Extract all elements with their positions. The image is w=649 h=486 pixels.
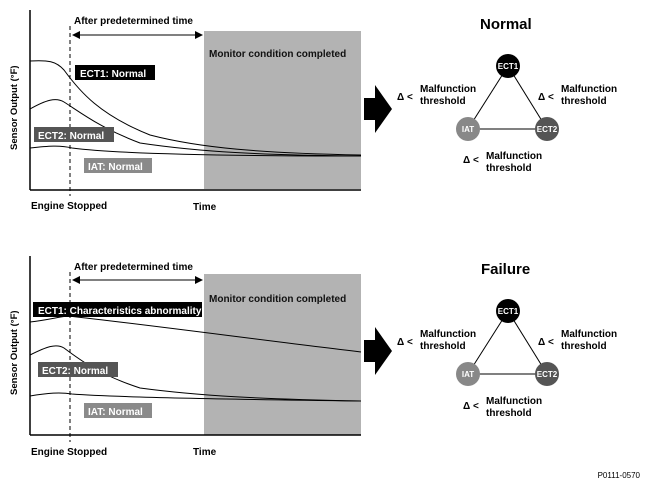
ect1-node: ECT1 (496, 299, 520, 323)
after-time-label: After predetermined time (74, 262, 193, 273)
right-arrow-icon (364, 327, 392, 375)
failure-triangle: Failure ECT1 IAT ECT2 Δ < Malfunction th… (397, 261, 617, 419)
svg-text:ECT2: Normal: ECT2: Normal (38, 131, 104, 142)
svg-text:Malfunction: Malfunction (420, 84, 476, 95)
ect1-tag: ECT1: Normal (75, 65, 155, 80)
svg-text:Δ <: Δ < (538, 337, 554, 348)
svg-text:threshold: threshold (420, 341, 466, 352)
x-end-label: Time (193, 447, 217, 458)
svg-text:IAT: Normal: IAT: Normal (88, 162, 143, 173)
x-start-label: Engine Stopped (31, 447, 107, 458)
svg-text:ECT1: Normal: ECT1: Normal (80, 69, 146, 80)
normal-graph: Monitor condition completed After predet… (9, 10, 362, 213)
failure-panel: Monitor condition completed After predet… (9, 256, 617, 458)
svg-text:ECT1: ECT1 (498, 307, 519, 316)
svg-text:threshold: threshold (486, 163, 532, 174)
iat-curve (29, 392, 362, 402)
iat-curve (29, 145, 362, 157)
y-axis-label: Sensor Output (°F) (9, 65, 20, 150)
ect1-tag: ECT1: Characteristics abnormality (33, 302, 202, 317)
threshold-bottom: Δ < Malfunction threshold (463, 151, 542, 174)
svg-text:threshold: threshold (561, 96, 607, 107)
svg-text:ECT2: Normal: ECT2: Normal (42, 366, 108, 377)
monitor-label: Monitor condition completed (209, 294, 346, 305)
svg-text:Δ <: Δ < (538, 92, 554, 103)
monitor-shade (204, 274, 361, 435)
svg-text:Δ <: Δ < (463, 155, 479, 166)
ect1-curve (29, 60, 362, 156)
svg-text:ECT1: ECT1 (498, 62, 519, 71)
threshold-left: Δ < Malfunction threshold (397, 329, 476, 352)
state-title: Failure (481, 261, 530, 278)
svg-text:Malfunction: Malfunction (486, 151, 542, 162)
threshold-bottom: Δ < Malfunction threshold (463, 396, 542, 419)
svg-text:Δ <: Δ < (397, 92, 413, 103)
x-start-label: Engine Stopped (31, 201, 107, 212)
svg-text:Malfunction: Malfunction (486, 396, 542, 407)
svg-text:threshold: threshold (561, 341, 607, 352)
state-title: Normal (480, 16, 532, 33)
ect2-node: ECT2 (535, 117, 559, 141)
y-axis-label: Sensor Output (°F) (9, 310, 20, 395)
svg-text:IAT: IAT (462, 370, 474, 379)
ect2-curve (29, 345, 362, 402)
ect2-tag: ECT2: Normal (34, 127, 114, 142)
failure-graph: Monitor condition completed After predet… (9, 256, 362, 458)
svg-text:Malfunction: Malfunction (561, 84, 617, 95)
ect2-node: ECT2 (535, 362, 559, 386)
svg-text:ECT2: ECT2 (537, 125, 558, 134)
svg-text:threshold: threshold (486, 408, 532, 419)
svg-text:Malfunction: Malfunction (420, 329, 476, 340)
monitor-label: Monitor condition completed (209, 49, 346, 60)
svg-text:ECT1: Characteristics abnormal: ECT1: Characteristics abnormality (38, 306, 202, 317)
threshold-right: Δ < Malfunction threshold (538, 329, 617, 352)
right-arrow-icon (364, 85, 392, 133)
svg-text:Δ <: Δ < (463, 401, 479, 412)
iat-node: IAT (456, 117, 480, 141)
iat-node: IAT (456, 362, 480, 386)
ect1-curve (29, 315, 362, 353)
iat-tag: IAT: Normal (84, 158, 152, 173)
figure-code: P0111-0570 (598, 471, 641, 480)
normal-panel: Monitor condition completed After predet… (9, 10, 617, 213)
after-time-label: After predetermined time (74, 16, 193, 27)
svg-text:IAT: Normal: IAT: Normal (88, 407, 143, 418)
threshold-left: Δ < Malfunction threshold (397, 84, 476, 107)
threshold-right: Δ < Malfunction threshold (538, 84, 617, 107)
svg-text:Δ <: Δ < (397, 337, 413, 348)
normal-triangle: Normal ECT1 IAT ECT2 Δ < Malfunction thr… (397, 16, 617, 174)
svg-text:threshold: threshold (420, 96, 466, 107)
svg-text:Malfunction: Malfunction (561, 329, 617, 340)
ect2-curve (29, 99, 362, 157)
svg-text:IAT: IAT (462, 125, 474, 134)
monitor-shade (204, 31, 361, 189)
ect1-node: ECT1 (496, 54, 520, 78)
svg-text:ECT2: ECT2 (537, 370, 558, 379)
iat-tag: IAT: Normal (84, 403, 152, 418)
ect2-tag: ECT2: Normal (38, 362, 118, 377)
x-end-label: Time (193, 202, 217, 213)
